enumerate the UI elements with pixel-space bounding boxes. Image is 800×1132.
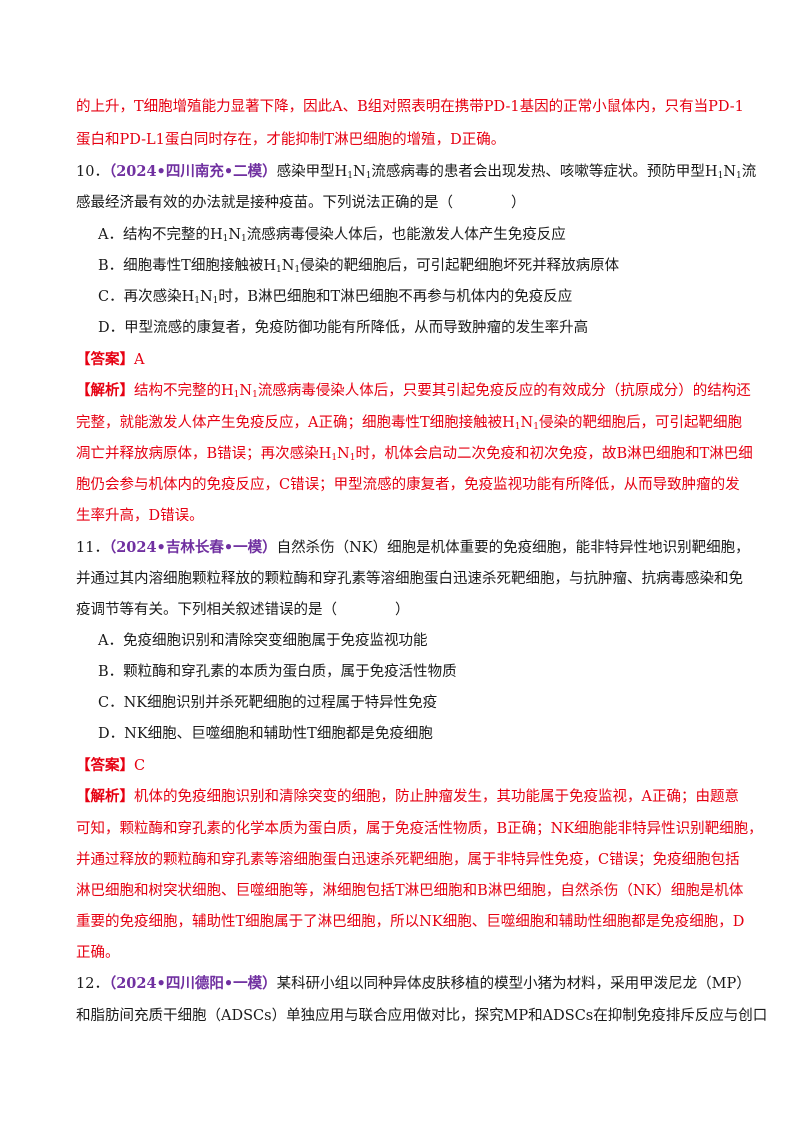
q12-source: （2024•四川德阳•一模） xyxy=(108,975,277,992)
q10-option-a: A．结构不完整的H1N1流感病毒侵染人体后，也能激发人体产生免疫反应 xyxy=(98,227,566,244)
q10-analysis-line-2: 完整，就能激发人体产生免疫反应，A正确；细胞毒性T细胞接触被H1N1侵染的靶细胞… xyxy=(76,415,742,432)
q12-stem-line-2: 和脂肪间充质干细胞（ADSCs）单独应用与联合应用做对比，探究MP和ADSCs在… xyxy=(76,1008,768,1024)
q10-option-d: D．甲型流感的康复者，免疫防御功能有所降低，从而导致肿瘤的发生率升高 xyxy=(98,320,589,336)
q12-number: 12． xyxy=(76,976,109,992)
q10-stem-line-1: 10．（2024•四川南充•二模）感染甲型H1N1流感病毒的患者会出现发热、咳嗽… xyxy=(76,163,757,181)
q11-stem-line-1: 11．（2024•吉林长春•一模）自然杀伤（NK）细胞是机体重要的免疫细胞，能非… xyxy=(76,539,750,556)
answer-label: 【答案】 xyxy=(76,757,134,774)
q11-analysis-line-4: 淋巴细胞和树突状细胞、巨噬细胞等，淋细胞包括T淋巴细胞和B淋巴细胞，自然杀伤（N… xyxy=(76,883,744,899)
analysis-label: 【解析】 xyxy=(76,382,134,399)
q10-number: 10． xyxy=(76,164,109,180)
q11-stem-line-2: 并通过其内溶细胞颗粒释放的颗粒酶和穿孔素等溶细胞蛋白迅速杀死靶细胞，与抗肿瘤、抗… xyxy=(76,571,743,587)
q11-option-d: D．NK细胞、巨噬细胞和辅助性T细胞都是免疫细胞 xyxy=(98,726,433,742)
q11-analysis-line-2: 可知，颗粒酶和穿孔素的化学本质为蛋白质，属于免疫活性物质，B正确；NK细胞能非特… xyxy=(76,821,763,837)
q10-source: （2024•四川南充•二模） xyxy=(108,163,277,180)
answer-label: 【答案】 xyxy=(76,351,134,368)
q10-analysis-line-1: 【解析】结构不完整的H1N1流感病毒侵染人体后，只要其引起免疫反应的有效成分（抗… xyxy=(76,382,751,400)
q11-analysis-line-6: 正确。 xyxy=(76,945,120,961)
q10-option-c: C．再次感染H1N1时，B淋巴细胞和T淋巴细胞不再参与机体内的免疫反应 xyxy=(98,289,573,306)
q11-analysis-line-3: 并通过释放的颗粒酶和穿孔素等溶细胞蛋白迅速杀死靶细胞，属于非特异性免疫，C错误；… xyxy=(76,852,740,868)
q10-analysis-line-3: 凋亡并释放病原体，B错误；再次感染H1N1时，机体会启动二次免疫和初次免疫，故B… xyxy=(76,446,753,463)
q10-answer: 【答案】A xyxy=(76,351,145,368)
q11-answer: 【答案】C xyxy=(76,757,146,774)
q11-number: 11． xyxy=(76,540,109,556)
q11-option-b: B．颗粒酶和穿孔素的本质为蛋白质，属于免疫活性物质 xyxy=(98,664,457,680)
q11-stem-line-3: 疫调节等有关。下列相关叙述错误的是（ ） xyxy=(76,602,410,618)
prev-analysis-line-2: 蛋白和PD-L1蛋白同时存在，才能抑制T淋巴细胞的增殖，D正确。 xyxy=(76,132,506,148)
q10-analysis-line-4: 胞仍会参与机体内的免疫反应，C错误；甲型流感的康复者，免疫监视功能有所降低，从而… xyxy=(76,477,740,493)
q10-stem-line-2: 感最经济最有效的办法就是接种疫苗。下列说法正确的是（ ） xyxy=(76,195,526,211)
q11-option-a: A．免疫细胞识别和清除突变细胞属于免疫监视功能 xyxy=(98,633,428,649)
q12-stem-line-1: 12．（2024•四川德阳•一模）某科研小组以同种异体皮肤移植的模型小猪为材料，… xyxy=(76,975,751,992)
q10-option-b: B．细胞毒性T细胞接触被H1N1侵染的靶细胞后，可引起靶细胞坏死并释放病原体 xyxy=(98,258,620,275)
q11-analysis-line-1: 【解析】机体的免疫细胞识别和清除突变的细胞，防止肿瘤发生，其功能属于免疫监视，A… xyxy=(76,788,739,805)
q11-option-c: C．NK细胞识别并杀死靶细胞的过程属于特异性免疫 xyxy=(98,695,438,711)
q11-analysis-line-5: 重要的免疫细胞，辅助性T细胞属于了淋巴细胞，所以NK细胞、巨噬细胞和辅助性细胞都… xyxy=(76,914,745,930)
q10-analysis-line-5: 生率升高，D错误。 xyxy=(76,508,204,524)
analysis-label: 【解析】 xyxy=(76,788,134,805)
prev-analysis-line-1: 的上升，T细胞增殖能力显著下降，因此A、B组对照表明在携带PD-1基因的正常小鼠… xyxy=(76,99,744,115)
q11-source: （2024•吉林长春•一模） xyxy=(108,539,277,556)
